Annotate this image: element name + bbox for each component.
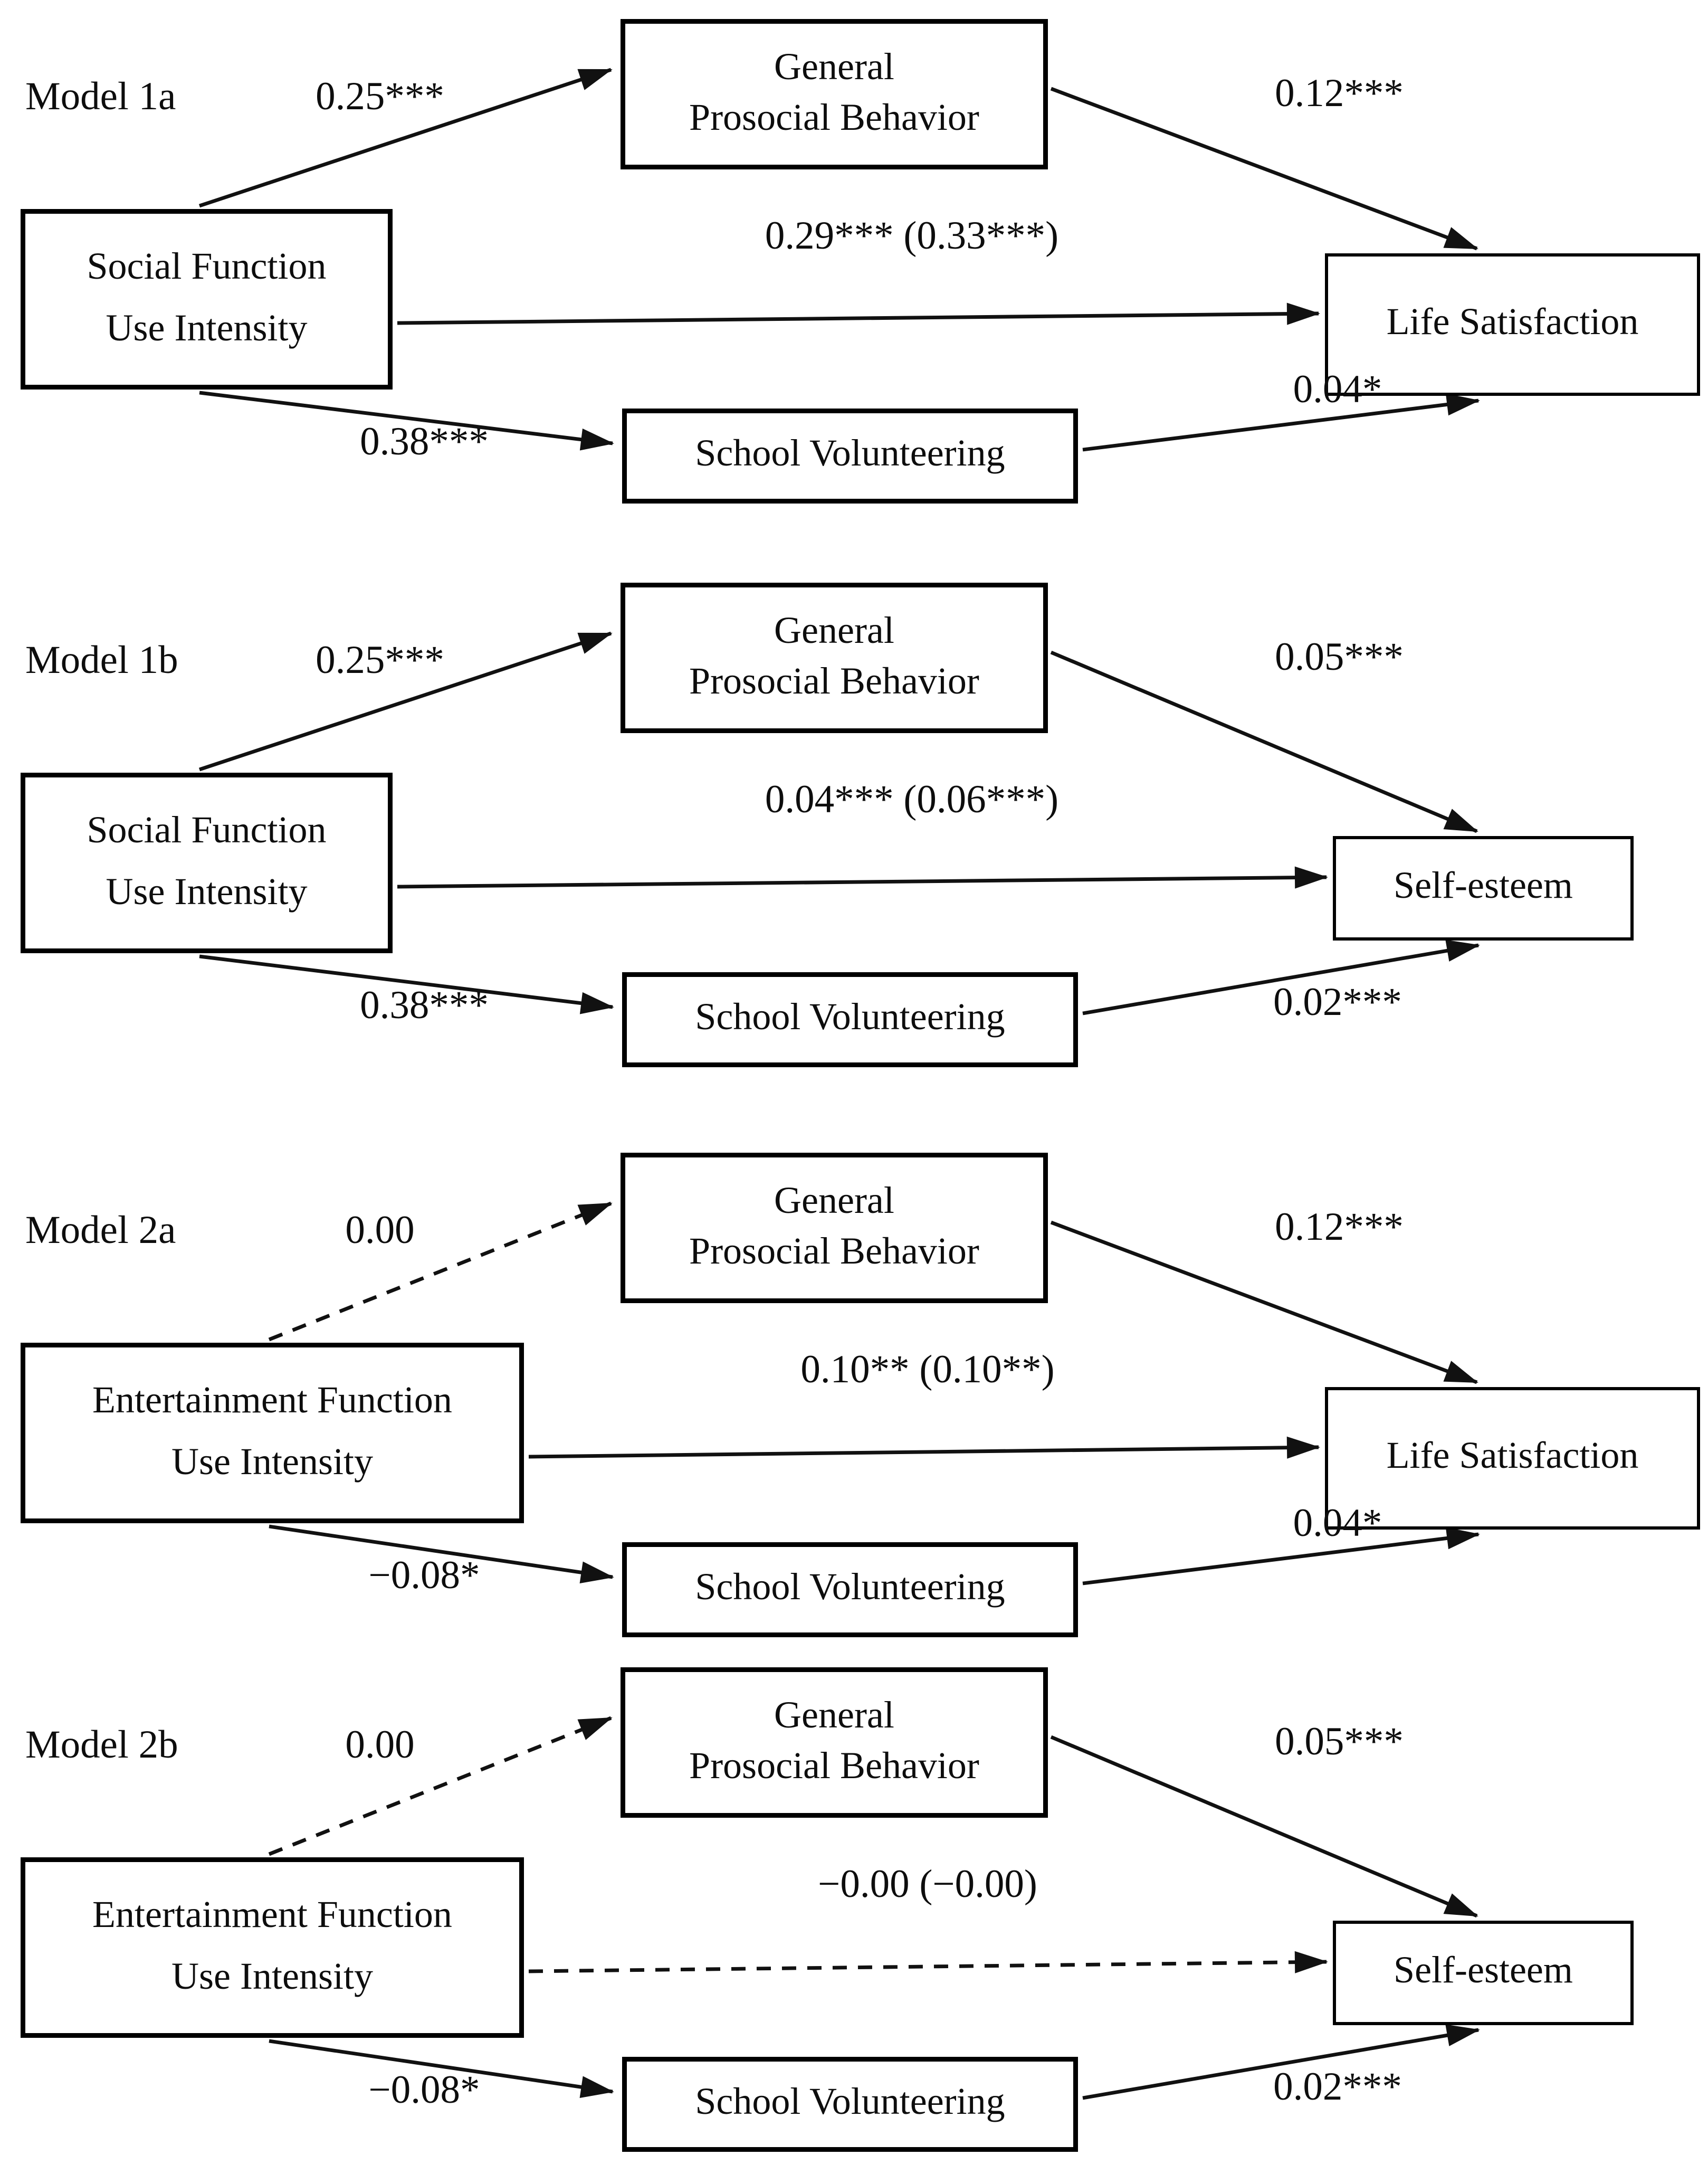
model-label: Model 2a [25,1210,176,1252]
coef-bottom-to-outcome: 0.04* [1293,369,1382,412]
coef-pred-to-bottom: −0.08* [368,2069,480,2112]
model-2a-arrows [268,1201,1480,1586]
model-label: Model 1b [25,640,178,682]
mediator-top-line1: General [774,1181,894,1222]
coef-top-to-outcome: 0.12*** [1275,1207,1404,1249]
predictor-box: Social Function Use Intensity [21,773,393,953]
mediator-top-line1: General [774,1695,894,1737]
mediator-top-box: General Prosocial Behavior [621,1667,1048,1818]
coef-top-to-outcome: 0.05*** [1275,1721,1404,1764]
mediator-top-line2: Prosocial Behavior [689,1745,979,1787]
mediator-bottom-box: School Volunteering [622,2057,1078,2152]
model-1b-arrows [198,631,1480,1015]
path-arrow-bottom-to-outcome [1082,393,1480,452]
mediator-top-box: General Prosocial Behavior [621,583,1048,733]
path-arrow-top-to-outcome [1050,1220,1478,1384]
coef-direct: 0.29*** (0.33***) [765,215,1059,258]
predictor-line2: Use Intensity [171,1442,373,1484]
path-arrow-top-to-outcome [1050,1735,1478,1918]
path-arrow-pred-to-bottom [199,954,614,1014]
model-1b: Model 1b General Prosocial Behavior Soci… [0,567,1708,1089]
path-arrow-direct [528,1436,1320,1459]
predictor-line2: Use Intensity [106,309,308,350]
path-arrow-bottom-to-outcome [1082,2024,1480,2100]
coef-pred-to-top: 0.25*** [316,76,444,119]
predictor-line2: Use Intensity [106,872,308,914]
coef-pred-to-top: 0.00 [345,1210,415,1252]
path-arrow-direct [397,866,1328,889]
path-arrow-pred-to-top [268,1716,613,1856]
coef-direct: 0.04*** (0.06***) [765,779,1059,822]
coef-pred-to-bottom: 0.38*** [360,985,489,1028]
mediator-top-line2: Prosocial Behavior [689,97,979,139]
model-label: Model 2b [25,1724,178,1767]
mediator-bottom-box: School Volunteering [622,1542,1078,1637]
coef-bottom-to-outcome: 0.04* [1293,1503,1382,1545]
path-arrow-pred-to-top [198,631,613,772]
predictor-line1: Social Function [87,811,327,852]
model-2a: Model 2a General Prosocial Behavior Ente… [0,1137,1708,1659]
mediator-top-line1: General [774,611,894,652]
predictor-line2: Use Intensity [171,1957,373,1998]
mediator-top-line2: Prosocial Behavior [689,661,979,702]
predictor-line1: Social Function [87,247,327,289]
path-arrow-top-to-outcome [1050,87,1478,251]
coef-bottom-to-outcome: 0.02*** [1273,982,1402,1024]
model-2b: Model 2b General Prosocial Behavior Ente… [0,1651,1708,2174]
path-arrow-pred-to-bottom [269,1524,614,1584]
path-arrow-pred-to-top [198,68,613,208]
mediator-top-line2: Prosocial Behavior [689,1231,979,1273]
path-arrow-pred-to-bottom [199,391,614,451]
mediator-bottom-box: School Volunteering [622,972,1078,1067]
predictor-box: Social Function Use Intensity [21,209,393,390]
coef-bottom-to-outcome: 0.02*** [1273,2066,1402,2109]
mediator-top-box: General Prosocial Behavior [621,19,1048,169]
path-arrow-bottom-to-outcome [1082,1527,1480,1586]
coef-top-to-outcome: 0.12*** [1275,73,1404,116]
outcome-box: Life Satisfaction [1325,253,1700,396]
path-arrow-pred-to-top [268,1201,613,1342]
coef-top-to-outcome: 0.05*** [1275,637,1404,679]
model-label: Model 1a [25,76,176,119]
predictor-line1: Entertainment Function [92,1381,452,1422]
coef-pred-to-top: 0.00 [345,1724,415,1767]
path-arrow-direct [397,302,1320,325]
coef-direct: −0.00 (−0.00) [818,1864,1037,1906]
coef-pred-to-bottom: −0.08* [368,1555,480,1598]
coef-direct: 0.10** (0.10**) [800,1349,1055,1392]
model-1a: Model 1a General Prosocial Behavior Soci… [0,3,1708,526]
path-arrow-bottom-to-outcome [1082,939,1480,1015]
model-2b-arrows [268,1716,1480,2100]
mediator-top-line1: General [774,47,894,89]
coef-pred-to-bottom: 0.38*** [360,421,489,464]
mediator-top-box: General Prosocial Behavior [621,1153,1048,1303]
mediator-bottom-box: School Volunteering [622,409,1078,504]
path-arrow-pred-to-bottom [269,2039,614,2099]
model-1a-arrows [198,68,1480,452]
outcome-box: Self-esteem [1333,1921,1634,2025]
outcome-box: Self-esteem [1333,836,1634,941]
predictor-box: Entertainment Function Use Intensity [21,1343,524,1523]
predictor-box: Entertainment Function Use Intensity [21,1857,524,2038]
predictor-line1: Entertainment Function [92,1895,452,1937]
coef-pred-to-top: 0.25*** [316,640,444,682]
path-arrow-direct [528,1951,1328,1973]
outcome-box: Life Satisfaction [1325,1387,1700,1530]
path-arrow-top-to-outcome [1050,650,1478,833]
